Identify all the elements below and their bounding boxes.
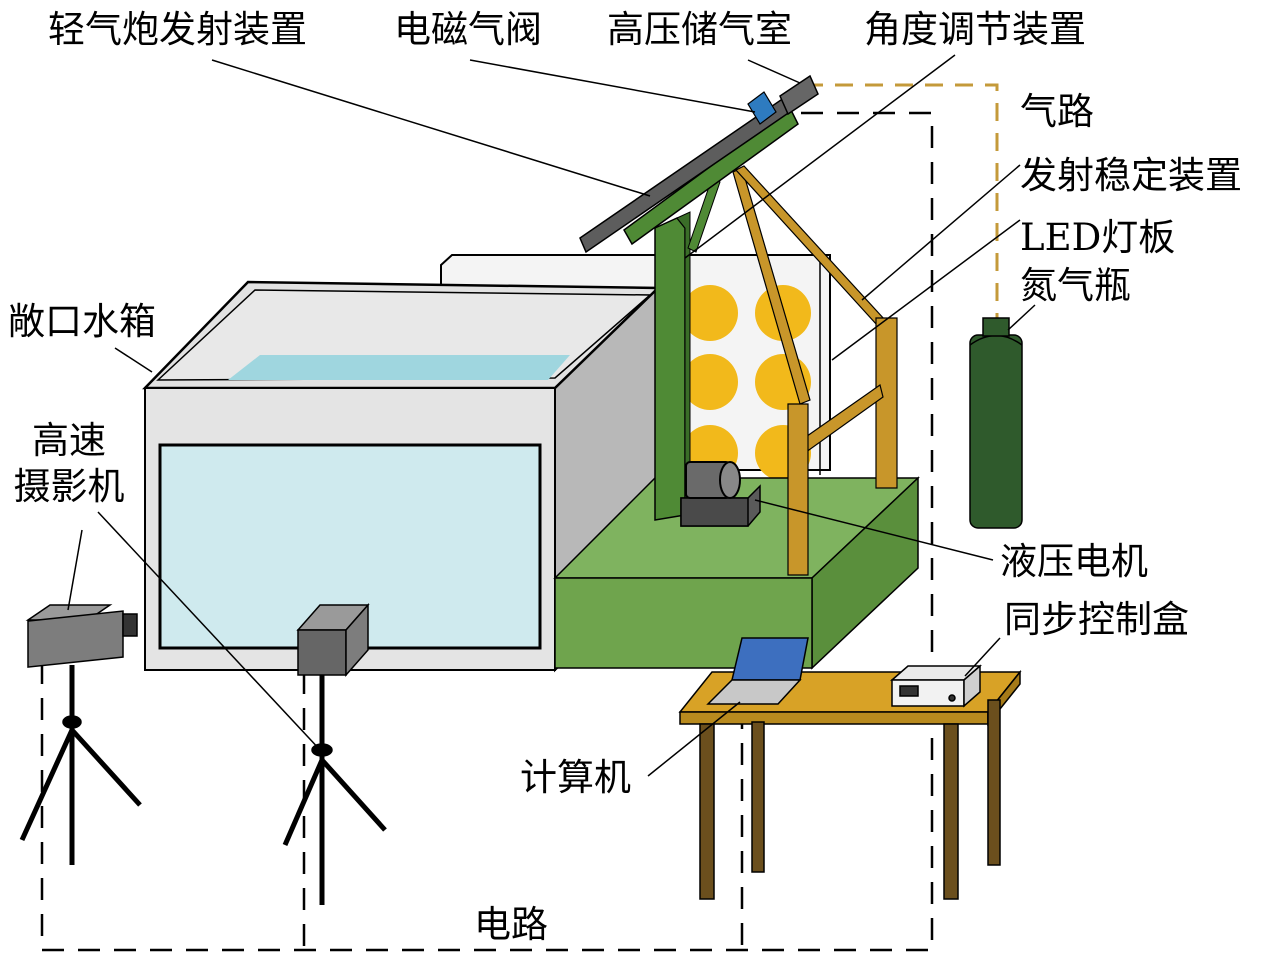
gas-line-path xyxy=(805,83,999,318)
label-nitrogen-cylinder: 氮气瓶 xyxy=(1020,264,1131,307)
laptop xyxy=(706,637,809,705)
green-platform xyxy=(553,476,920,670)
label-sync-control-box: 同步控制盒 xyxy=(1004,598,1189,641)
label-hydraulic-motor: 液压电机 xyxy=(1000,540,1148,583)
solenoid-valve xyxy=(747,91,777,125)
light-gas-gun xyxy=(579,74,819,254)
label-computer: 计算机 xyxy=(520,756,631,799)
label-angle-adjuster: 角度调节装置 xyxy=(864,8,1086,51)
table xyxy=(678,669,1022,900)
label-high-speed-camera-line1: 高速 xyxy=(32,419,106,462)
label-led-panel: LED灯板 xyxy=(1020,216,1176,259)
label-open-tank: 敞口水箱 xyxy=(8,300,156,343)
label-light-gas-gun: 轻气炮发射装置 xyxy=(48,8,307,51)
label-high-pressure-chamber: 高压储气室 xyxy=(607,8,792,51)
high-speed-camera-left xyxy=(19,604,142,865)
label-high-speed-camera: 高速 摄影机 xyxy=(8,418,130,510)
label-solenoid-valve: 电磁气阀 xyxy=(394,8,542,51)
label-launch-stabilizer: 发射稳定装置 xyxy=(1020,154,1242,197)
label-circuit: 电路 xyxy=(474,903,548,946)
nitrogen-cylinder xyxy=(969,317,1023,529)
launcher-stand xyxy=(654,177,721,521)
hydraulic-motor xyxy=(680,461,761,527)
leader-lines xyxy=(67,54,1036,777)
sync-control-box xyxy=(890,664,982,708)
launch-stabilizer xyxy=(732,165,898,576)
label-gas-line: 气路 xyxy=(1020,90,1094,133)
label-high-speed-camera-line2: 摄影机 xyxy=(13,465,125,508)
